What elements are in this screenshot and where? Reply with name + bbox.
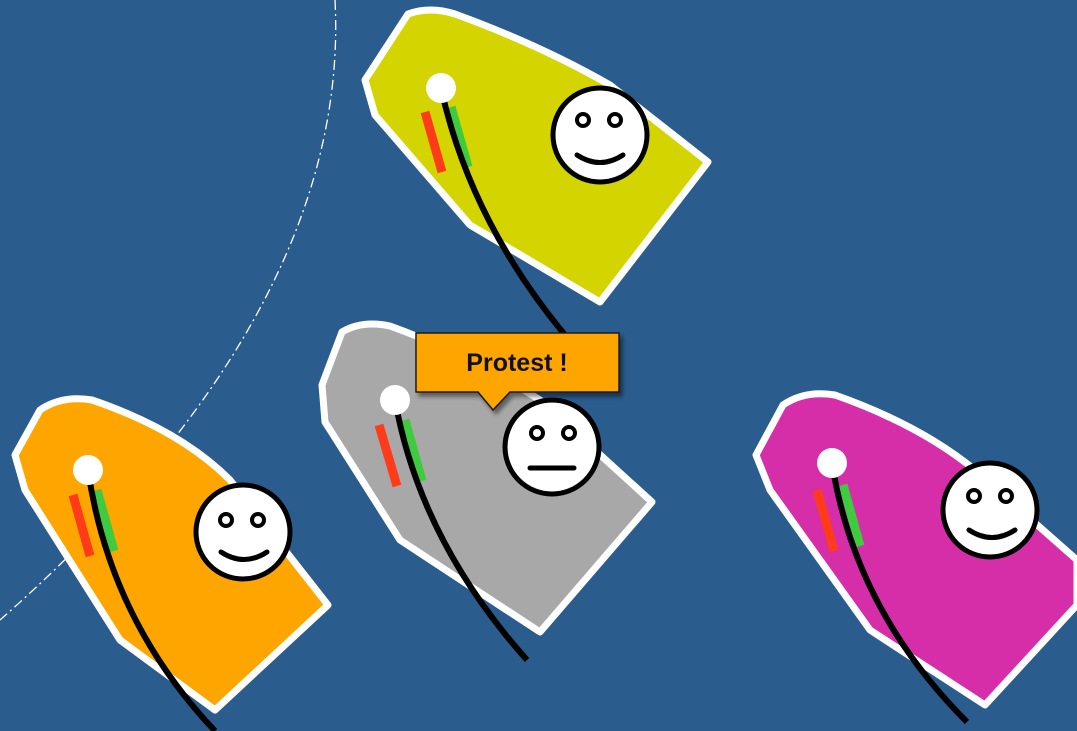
- sailor-face-happy: [943, 463, 1037, 557]
- mast: [73, 455, 103, 485]
- mast: [817, 448, 847, 478]
- mast: [380, 385, 410, 415]
- sailor-face-neutral: [505, 400, 599, 494]
- sailor-face-happy: [196, 485, 290, 579]
- mast: [426, 73, 456, 103]
- protest-text: Protest !: [466, 349, 567, 377]
- sailor-face-happy: [553, 88, 647, 182]
